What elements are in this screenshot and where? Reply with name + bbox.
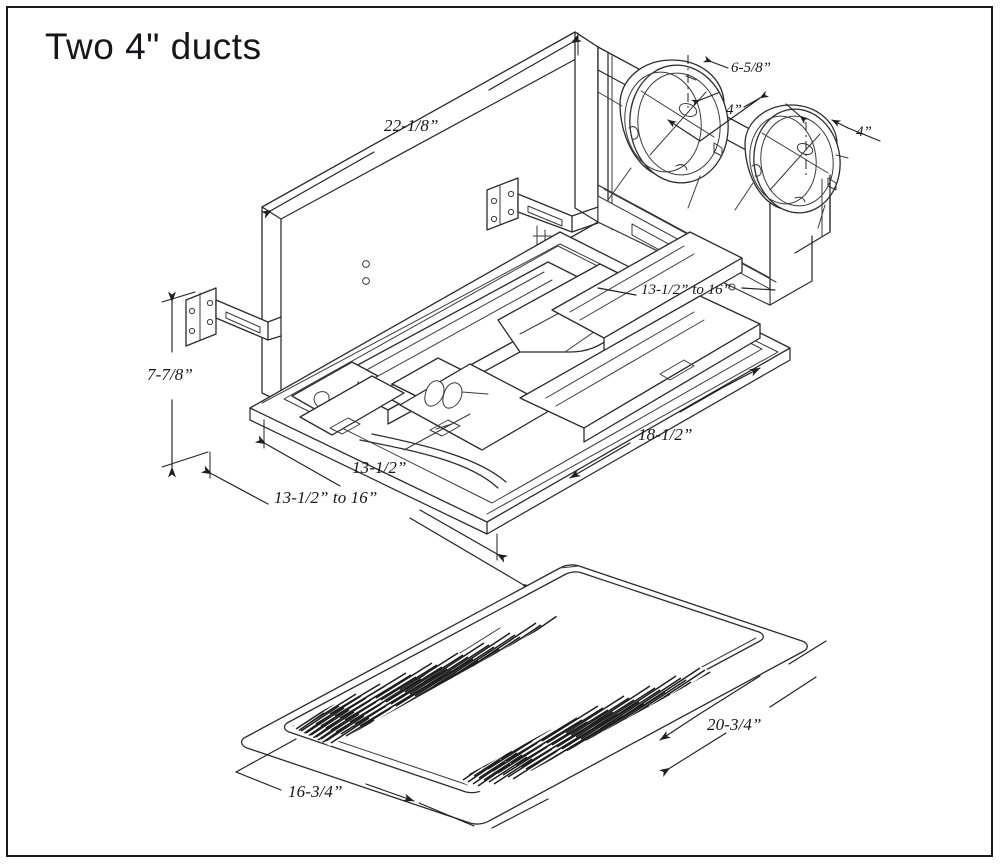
dimension-label: 4”	[726, 102, 742, 118]
dimension-duct-diameter-right: 4”	[831, 119, 881, 142]
dimension-label: 4”	[856, 124, 872, 140]
dimension-label: 13-1/2” to 16”	[641, 282, 731, 298]
housing-dimension-annotations: 22-1/8” 6-5/8” 4” 4”	[147, 32, 881, 593]
mounting-bracket-right	[486, 177, 599, 251]
page-title: Two 4" ducts	[45, 26, 262, 67]
duct-collar-right	[734, 104, 849, 229]
fan-heater-housing-assembly	[185, 31, 849, 535]
grille-panel-assembly	[240, 564, 808, 825]
dimension-length-overall: 22-1/8”	[260, 32, 583, 237]
dimension-duct-diameter-left: 4”	[667, 90, 770, 142]
housing-right-end-plate	[769, 174, 831, 306]
dimension-label: 22-1/8”	[384, 116, 439, 135]
dimension-height: 7-7/8”	[147, 291, 209, 478]
dimension-label: 13-1/2” to 16”	[274, 488, 377, 507]
housing-interior-components	[291, 231, 761, 489]
dimension-depth: 18-1/2”	[569, 367, 761, 479]
dimension-label: 7-7/8”	[147, 365, 193, 384]
dimension-label: 16-3/4”	[288, 782, 343, 801]
dimension-label: 6-5/8”	[731, 60, 771, 76]
dimension-label: 20-3/4”	[707, 715, 762, 734]
dimension-label: 18-1/2”	[638, 425, 693, 444]
dimension-label: 13-1/2”	[352, 458, 407, 477]
dimension-grille-width: 16-3/4”	[235, 738, 549, 829]
grille-dimension-annotations: 20-3/4” 16-3/4”	[235, 640, 827, 829]
dimension-joist-span-lower: 13-1/2” to 16”	[200, 451, 534, 593]
dimension-joist-span-upper: 13-1/2” to 16”	[597, 282, 776, 298]
dimension-duct-center-spacing: 6-5/8”	[687, 55, 809, 178]
mounting-bracket-left	[185, 287, 282, 347]
dimension-grille-length: 20-3/4”	[658, 640, 827, 777]
dimension-width: 13-1/2”	[254, 419, 509, 563]
